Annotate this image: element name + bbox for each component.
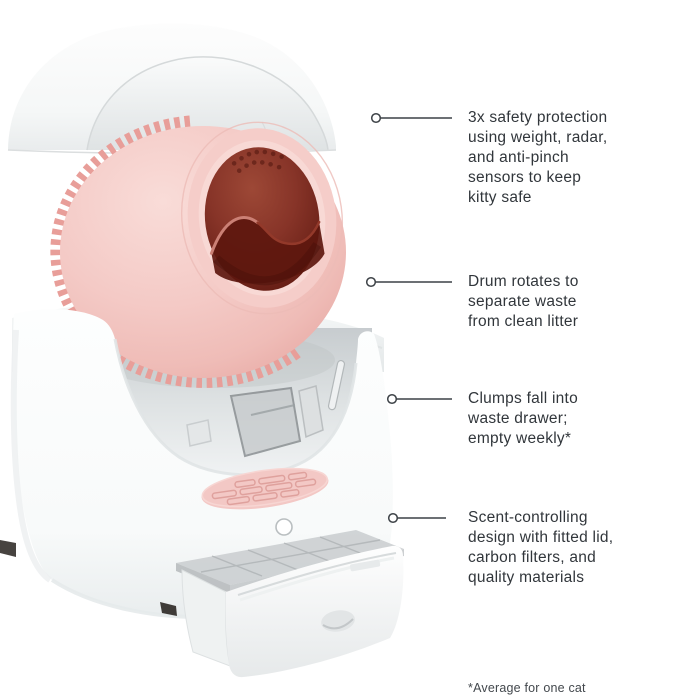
drawer-gap-shadow: [160, 602, 177, 616]
callout-marker-line: [370, 112, 452, 124]
drawer-handle-shadow: [322, 618, 354, 630]
callout-text-safety: 3x safety protection using weight, radar…: [468, 109, 608, 206]
callout-text-waste-drawer: Clumps fall into waste drawer; empty wee…: [468, 390, 578, 447]
drawer-lid-grid: [200, 536, 381, 577]
dome-inner-rim: [86, 56, 329, 151]
opening-seam: [180, 121, 344, 315]
step-pad: [201, 467, 329, 510]
ramp-side: [298, 385, 324, 439]
ramp-block: [186, 419, 212, 447]
rotating-drum: [50, 115, 346, 388]
drawer-logo-emboss: [350, 559, 381, 572]
waste-drawer: [0, 530, 404, 678]
drawer-front: [225, 545, 404, 678]
callout-bullet: [370, 112, 382, 124]
base-left-shading: [10, 329, 52, 583]
sifter-edge-dark: [256, 220, 321, 246]
cradle-u-edge: [113, 338, 358, 477]
cradle-ramp: [186, 359, 346, 458]
ramp-step: [229, 386, 302, 458]
base-slot-shadow: [0, 540, 16, 557]
callout-waste-drawer: Clumps fall into waste drawer; empty wee…: [386, 389, 679, 449]
callout-marker-line: [387, 512, 446, 524]
vent-slot: [327, 359, 346, 411]
callout-scent: Scent-controlling design with fitted lid…: [387, 508, 679, 588]
callout-marker-line: [365, 276, 452, 288]
callout-drum: Drum rotates to separate waste from clea…: [365, 272, 679, 332]
step-pad-bevel: [201, 467, 328, 508]
vent-holes: [231, 149, 284, 174]
drawer-lid-edge-left: [176, 563, 230, 593]
callout-bullet: [387, 512, 399, 524]
sifter-edge-lit: [209, 216, 260, 255]
callout-bullet: [386, 393, 398, 405]
callout-safety: 3x safety protection using weight, radar…: [370, 108, 679, 208]
callout-text-scent: Scent-controlling design with fitted lid…: [468, 509, 614, 586]
drawer-lid: [176, 530, 404, 585]
power-indicator: [275, 518, 293, 536]
interior-bottom-shadow: [213, 242, 321, 286]
drawer-handle: [321, 610, 355, 632]
footnote: *Average for one cat: [468, 681, 586, 695]
callout-marker-line: [386, 393, 452, 405]
base-front-wall: [12, 309, 393, 618]
callout-bullet: [365, 276, 377, 288]
step-pad-treads: [211, 471, 317, 506]
drawer-front-ledge: [237, 552, 397, 596]
base-unit: [10, 309, 393, 620]
callout-text-drum: Drum rotates to separate waste from clea…: [468, 273, 579, 330]
drum-opening: [180, 121, 344, 315]
ramp-step-line: [250, 404, 296, 416]
sifter-shadow: [211, 217, 325, 284]
litter-box-illustration: [0, 23, 404, 678]
drum-teeth: [50, 115, 301, 388]
